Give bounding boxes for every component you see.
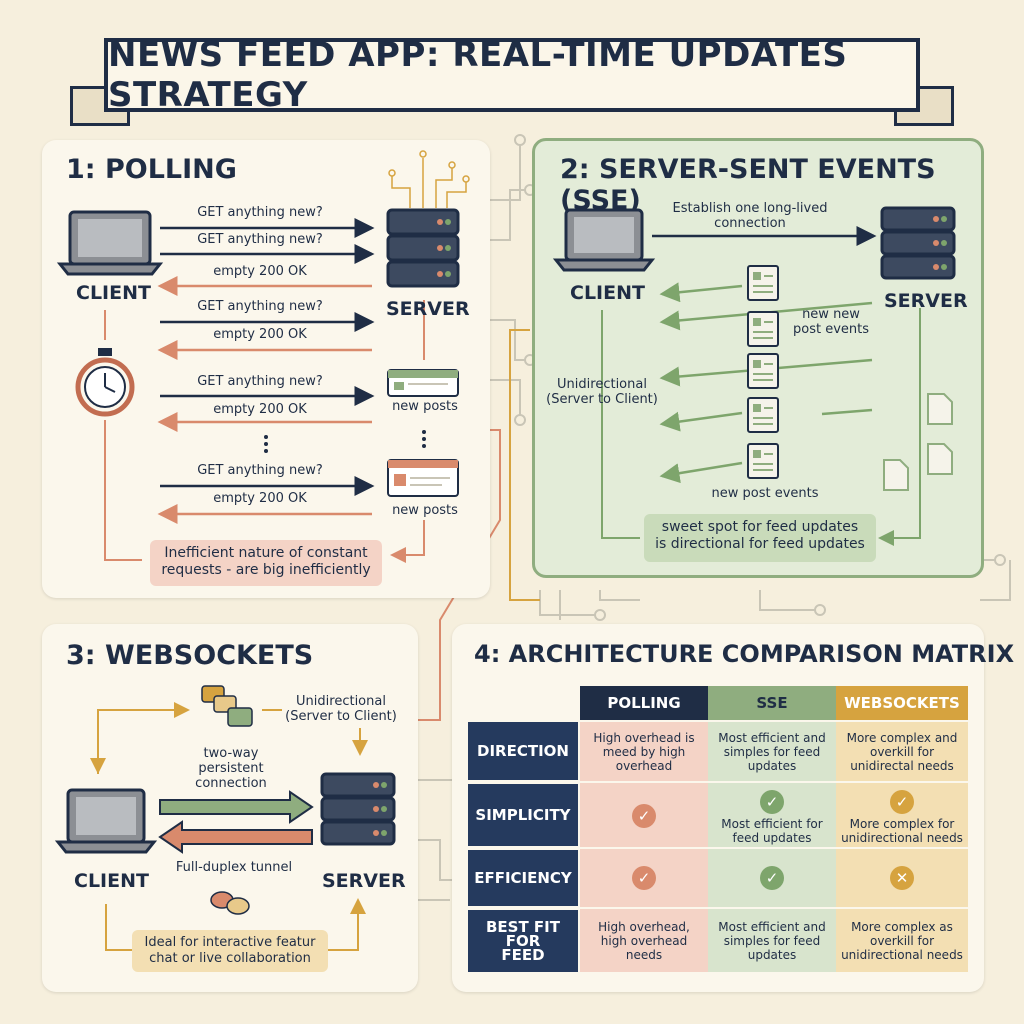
websockets-title: 3: WEBSOCKETS <box>66 640 314 671</box>
cell-simplicity-websockets: More complex for unidirectional needs <box>841 817 963 845</box>
ws-note: Ideal for interactive featur chat or liv… <box>132 930 328 972</box>
row-header-direction: DIRECTION <box>468 722 578 780</box>
cell-bestfit-sse: Most efficient and simples for feed upda… <box>718 920 826 962</box>
ws-two-way-label: two-way persistent connection <box>195 746 267 791</box>
check-icon: ✓ <box>760 866 784 890</box>
matrix-title: 4: ARCHITECTURE COMPARISON MATRIX <box>474 640 1015 668</box>
sse-unidirectional-label: Unidirectional (Server to Client) <box>546 377 658 407</box>
event-doc-icons <box>747 265 779 479</box>
ws-client-label: CLIENT <box>74 870 149 892</box>
row-header-best-fit: BEST FIT FOR FEED <box>468 910 578 972</box>
cell-direction-polling: High overhead is meed by high overhead <box>593 731 695 773</box>
col-header-polling: POLLING <box>580 686 708 720</box>
polling-diagram <box>56 150 470 563</box>
row-divider <box>580 781 968 783</box>
polling-resp-4: empty 200 OK <box>213 491 307 506</box>
polling-req-2: GET anything new? <box>197 232 323 247</box>
client-laptop-icon <box>56 210 164 276</box>
server-icon <box>386 208 460 288</box>
polling-req-5: GET anything new? <box>197 463 323 478</box>
ws-server-label: SERVER <box>322 870 406 892</box>
polling-new-posts-2: new posts <box>392 503 458 518</box>
sse-new-post-events-2: new post events <box>711 486 819 501</box>
row-header-efficiency: EFFICIENCY <box>468 850 578 906</box>
sse-establish-label: Establish one long-lived connection <box>672 201 828 231</box>
polling-title: 1: POLLING <box>66 154 237 185</box>
ws-server-icon <box>320 772 396 846</box>
polling-req-3: GET anything new? <box>197 299 323 314</box>
polling-resp-3: empty 200 OK <box>213 402 307 417</box>
check-icon: ✓ <box>632 866 656 890</box>
row-divider <box>580 847 968 849</box>
col-header-sse: SSE <box>708 686 836 720</box>
polling-server-label: SERVER <box>386 298 470 320</box>
ws-client-laptop-icon <box>54 788 158 854</box>
cell-direction-sse: Most efficient and simples for feed upda… <box>718 731 826 773</box>
cell-direction-websockets: More complex and overkill for unidirecta… <box>846 731 958 773</box>
row-divider <box>580 907 968 909</box>
polling-note: Inefficient nature of constant requests … <box>150 540 382 586</box>
cell-efficiency-sse: ✓ <box>712 850 832 906</box>
sse-server-icon <box>880 206 956 280</box>
new-posts-window-icon-1 <box>387 369 459 397</box>
cross-icon: ✕ <box>890 866 914 890</box>
polling-resp-1: empty 200 OK <box>213 264 307 279</box>
chat-bubbles-icon <box>201 685 253 727</box>
check-icon: ✓ <box>890 790 914 814</box>
sse-server-label: SERVER <box>884 290 968 312</box>
sse-diagram <box>552 206 956 546</box>
sse-client-label: CLIENT <box>570 282 645 304</box>
check-icon: ✓ <box>760 790 784 814</box>
cell-bestfit-polling: High overhead, high overhead needs <box>598 920 690 962</box>
new-posts-window-icon-2 <box>387 459 459 497</box>
polling-req-4: GET anything new? <box>197 374 323 389</box>
cell-simplicity-sse: Most efficient for feed updates <box>721 817 823 845</box>
title-banner: NEWS FEED APP: REAL-TIME UPDATES STRATEG… <box>104 35 920 115</box>
polling-client-label: CLIENT <box>76 282 151 304</box>
col-header-websockets: WEBSOCKETS <box>836 686 968 720</box>
row-header-simplicity: SIMPLICITY <box>468 784 578 846</box>
ws-full-duplex-label: Full-duplex tunnel <box>175 860 293 875</box>
polling-new-posts-1: new posts <box>392 399 458 414</box>
ws-unidirectional-label: Unidirectional (Server to Client) <box>285 694 397 724</box>
page-title: NEWS FEED APP: REAL-TIME UPDATES STRATEG… <box>108 35 848 115</box>
sse-client-laptop-icon <box>552 208 656 272</box>
cell-bestfit-websockets: More complex as overkill for unidirectio… <box>841 920 963 962</box>
sse-new-post-events-1: new new post events <box>792 307 869 337</box>
chat-icon-small <box>210 891 250 915</box>
cell-efficiency-polling: ✓ <box>584 850 704 906</box>
polling-req-1: GET anything new? <box>197 205 323 220</box>
cell-efficiency-websockets: ✕ <box>840 850 964 906</box>
websockets-diagram <box>54 685 396 951</box>
comparison-matrix: POLLING SSE WEBSOCKETS DIRECTION SIMPLIC… <box>468 686 970 976</box>
cell-simplicity-polling: ✓ <box>584 786 704 846</box>
check-icon: ✓ <box>632 804 656 828</box>
stopwatch-icon <box>75 348 135 417</box>
sse-note: sweet spot for feed updates is direction… <box>644 514 876 562</box>
polling-resp-2: empty 200 OK <box>213 327 307 342</box>
